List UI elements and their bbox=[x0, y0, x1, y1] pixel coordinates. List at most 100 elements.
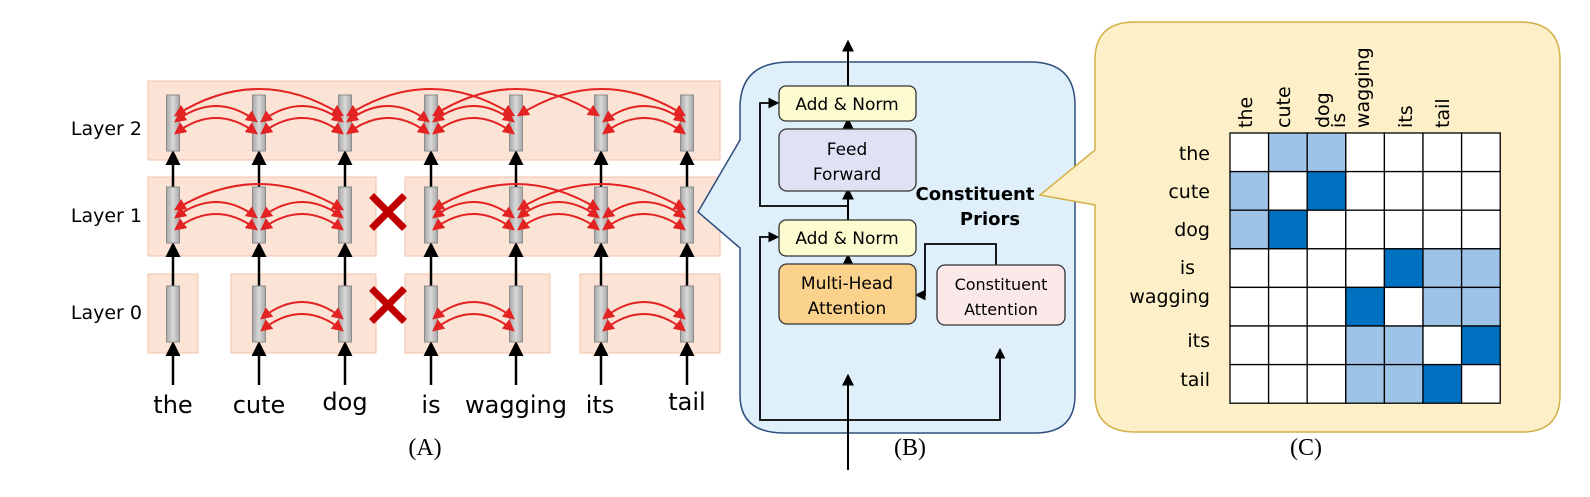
token-layer0-6 bbox=[680, 285, 694, 343]
matrix-cell-2-2 bbox=[1306, 209, 1347, 250]
word-the: the bbox=[153, 391, 192, 419]
matrix-cell-0-5 bbox=[1422, 132, 1463, 173]
matrix-cell-3-6 bbox=[1460, 248, 1501, 289]
matrix-cell-6-1 bbox=[1267, 363, 1308, 404]
matrix-cell-2-4 bbox=[1383, 209, 1424, 250]
token-layer0-3 bbox=[424, 285, 438, 343]
matrix-cell-0-2 bbox=[1306, 132, 1347, 173]
matrix-cell-0-4 bbox=[1383, 132, 1424, 173]
token-layer0-4 bbox=[509, 285, 523, 343]
matrix-cell-0-6 bbox=[1460, 132, 1501, 173]
token-layer0-1 bbox=[252, 285, 266, 343]
token-layer2-4 bbox=[509, 94, 523, 152]
layer1-long-arc-2 bbox=[516, 183, 687, 211]
word-is: is bbox=[421, 391, 440, 419]
layer2-arc-inner-3 bbox=[432, 117, 515, 135]
residual-connection-2 bbox=[759, 97, 848, 207]
col-label-tail: tail bbox=[1432, 98, 1454, 128]
matrix-cell-1-2 bbox=[1306, 170, 1347, 211]
row-label-tail: tail bbox=[1180, 369, 1210, 391]
ca-label-line2: Attention bbox=[964, 300, 1038, 319]
matrix-cell-3-1 bbox=[1267, 248, 1308, 289]
constituent-attention-block bbox=[936, 264, 1066, 326]
word-tail: tail bbox=[668, 388, 705, 416]
matrix-cell-1-5 bbox=[1422, 170, 1463, 211]
layer1-arc-inner-4 bbox=[602, 213, 686, 231]
matrix-cell-2-3 bbox=[1345, 209, 1386, 250]
token-layer0-5 bbox=[594, 285, 608, 343]
matrix-cell-5-5 bbox=[1422, 325, 1463, 366]
ca-label-line1: Constituent bbox=[955, 275, 1048, 294]
token-layer2-5 bbox=[594, 94, 608, 152]
matrix-cell-4-0 bbox=[1229, 286, 1270, 327]
matrix-cell-5-2 bbox=[1306, 325, 1347, 366]
matrix-cell-0-3 bbox=[1345, 132, 1386, 173]
col-label-wagging: wagging bbox=[1352, 47, 1374, 128]
matrix-cell-3-5 bbox=[1422, 248, 1463, 289]
row-label-cute: cute bbox=[1168, 181, 1210, 203]
matrix-cell-5-4 bbox=[1383, 325, 1424, 366]
matrix-cell-0-1 bbox=[1267, 132, 1308, 173]
matrix-cell-3-0 bbox=[1229, 248, 1270, 289]
blocked-attention-marks bbox=[369, 193, 407, 324]
caption-b: (B) bbox=[894, 435, 926, 461]
matrix-cell-1-3 bbox=[1345, 170, 1386, 211]
feed-forward-label-line2: Forward bbox=[813, 165, 881, 185]
layer0-arc-1 bbox=[432, 301, 515, 320]
matrix-cell-2-5 bbox=[1422, 209, 1463, 250]
priors-arrow bbox=[914, 243, 997, 301]
matrix-cell-1-6 bbox=[1460, 170, 1501, 211]
col-label-the: the bbox=[1235, 97, 1257, 128]
feed-forward-label-line1: Feed bbox=[827, 140, 868, 160]
add-norm-bottom-block bbox=[778, 219, 917, 257]
blocked-cross-0 bbox=[369, 193, 407, 231]
word-its: its bbox=[586, 391, 615, 419]
layer0-arc-0 bbox=[260, 301, 344, 320]
layer2-arc-inner-2 bbox=[346, 117, 430, 135]
layer2-long-arc-0 bbox=[173, 88, 345, 117]
layer1-arc-inner-1 bbox=[260, 213, 344, 231]
token-layer0-2 bbox=[338, 285, 352, 343]
matrix-cell-4-1 bbox=[1267, 286, 1308, 327]
matrix-cell-4-2 bbox=[1306, 286, 1347, 327]
token-layer0-0 bbox=[166, 285, 180, 343]
row-label-its: its bbox=[1187, 330, 1210, 352]
token-layer2-0 bbox=[166, 94, 180, 152]
layer2-long-arc-1 bbox=[345, 88, 516, 117]
attention-matrix bbox=[1229, 132, 1501, 404]
matrix-row-labels: the cute dog is wagging its tail bbox=[1129, 143, 1210, 391]
blocked-cross-1 bbox=[369, 286, 407, 324]
layer0-arc-inner-0 bbox=[260, 313, 344, 332]
layer2-arc-inner-4 bbox=[602, 117, 686, 135]
row-label-is: is bbox=[1180, 257, 1195, 279]
col-label-dog: dog bbox=[1312, 92, 1334, 128]
matrix-cell-6-5 bbox=[1422, 363, 1463, 404]
token-layer2-3 bbox=[424, 94, 438, 152]
matrix-cell-4-6 bbox=[1460, 286, 1501, 327]
mha-label-line1: Multi-Head bbox=[801, 274, 893, 294]
matrix-cell-1-4 bbox=[1383, 170, 1424, 211]
matrix-cell-3-4 bbox=[1383, 248, 1424, 289]
col-label-cute: cute bbox=[1273, 86, 1295, 128]
matrix-cell-1-1 bbox=[1267, 170, 1308, 211]
panel-b: Add & Norm Feed Forward Add & Norm Multi… bbox=[697, 39, 1076, 470]
matrix-cell-6-3 bbox=[1345, 363, 1386, 404]
layer2-long-arc-2 bbox=[431, 88, 601, 117]
matrix-cell-6-2 bbox=[1306, 363, 1347, 404]
feed-forward-block bbox=[778, 128, 917, 192]
layer-1-label: Layer 1 bbox=[71, 205, 142, 227]
token-layer2-6 bbox=[680, 94, 694, 152]
matrix-cell-3-2 bbox=[1306, 248, 1347, 289]
layer1-long-arc-0 bbox=[173, 183, 345, 211]
layer0-arc-2 bbox=[602, 301, 686, 320]
residual-connection-1 bbox=[759, 231, 848, 421]
panel-a: Layer 2 Layer 1 Layer 0 the cute dog is … bbox=[71, 80, 721, 461]
matrix-column-labels: the cute dog is wagging its tail bbox=[1235, 47, 1454, 128]
matrix-cell-5-3 bbox=[1345, 325, 1386, 366]
add-norm-top-block bbox=[778, 85, 917, 122]
word-wagging: wagging bbox=[465, 391, 567, 419]
word-cute: cute bbox=[233, 391, 286, 419]
matrix-cell-6-4 bbox=[1383, 363, 1424, 404]
layer-0-label: Layer 0 bbox=[71, 302, 142, 324]
